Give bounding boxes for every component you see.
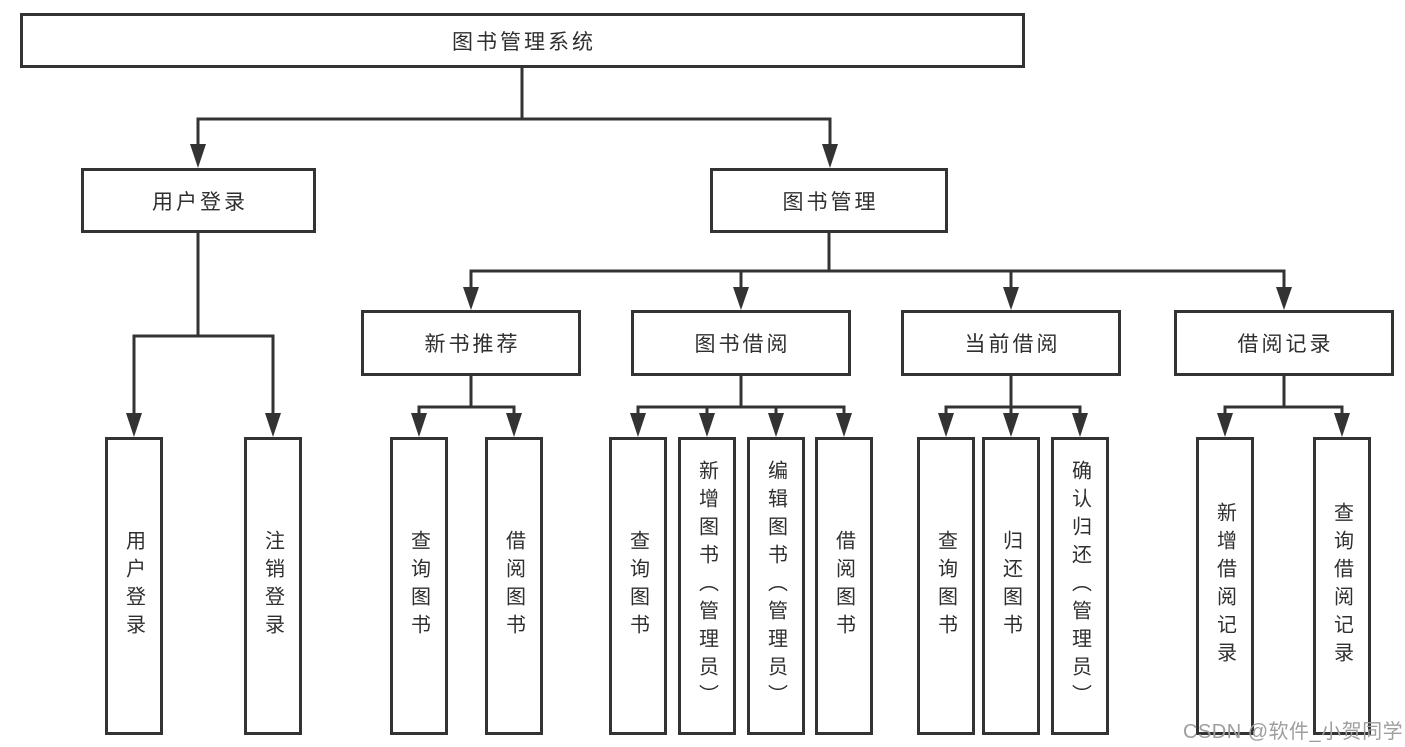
node-label: 图书借阅: [694, 333, 791, 356]
node-label: 查询图书: [626, 530, 649, 642]
leaf-borrow-query-books: 查询图书: [609, 437, 667, 735]
node-label: 借阅图书: [832, 530, 855, 642]
node-borrowing-records: 借阅记录: [1174, 310, 1394, 376]
node-label: 借阅图书: [502, 530, 525, 642]
node-user-login: 用户登录: [81, 168, 316, 233]
leaf-borrow-add-books-admin: 新增图书（管理员）: [678, 437, 736, 735]
node-label: 用户登录: [152, 190, 248, 214]
leaf-borrow-edit-books-admin: 编辑图书（管理员）: [747, 437, 805, 735]
leaf-logout: 注销登录: [244, 437, 302, 735]
leaf-records-query-record: 查询借阅记录: [1313, 437, 1371, 735]
node-label: 当前借阅: [964, 333, 1061, 356]
node-label: 确认归还（管理员）: [1068, 460, 1091, 712]
node-label: 归还图书: [999, 530, 1022, 642]
node-root: 图书管理系统: [20, 13, 1025, 68]
node-label: 查询图书: [934, 530, 957, 642]
leaf-current-confirm-return-admin: 确认归还（管理员）: [1051, 437, 1109, 735]
node-label: 注销登录: [261, 530, 284, 642]
leaf-current-query-books: 查询图书: [917, 437, 975, 735]
watermark: CSDN @软件_小贺同学: [1183, 721, 1404, 743]
leaf-current-return-books: 归还图书: [982, 437, 1040, 735]
node-label: 查询图书: [407, 530, 430, 642]
node-label: 用户登录: [122, 530, 145, 642]
leaf-newbook-query-books: 查询图书: [390, 437, 448, 735]
leaf-user-login: 用户登录: [105, 437, 163, 735]
leaf-newbook-borrow-books: 借阅图书: [485, 437, 543, 735]
node-label: 图书管理: [782, 190, 879, 214]
node-label: 新增借阅记录: [1213, 502, 1236, 670]
node-new-book-recommendation: 新书推荐: [361, 310, 581, 376]
node-label: 新增图书（管理员）: [695, 460, 718, 712]
node-label: 编辑图书（管理员）: [764, 460, 787, 712]
node-label: 查询借阅记录: [1330, 502, 1353, 670]
node-current-borrowing: 当前借阅: [901, 310, 1121, 376]
node-book-management: 图书管理: [710, 168, 948, 233]
leaf-records-add-record: 新增借阅记录: [1196, 437, 1254, 735]
leaf-borrow-borrow-books: 借阅图书: [815, 437, 873, 735]
node-label: 借阅记录: [1237, 333, 1334, 356]
node-label: 新书推荐: [424, 333, 521, 356]
node-book-borrowing: 图书借阅: [631, 310, 851, 376]
node-label: 图书管理系统: [452, 30, 596, 54]
